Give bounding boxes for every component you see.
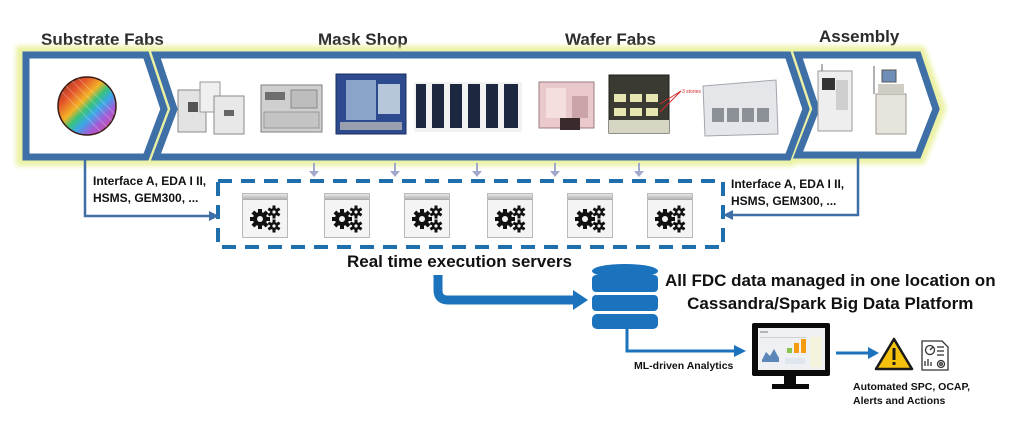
- servers-container: [216, 179, 725, 249]
- die-bonder-image: [817, 64, 853, 132]
- monitor-dashboard-icon: [752, 323, 830, 389]
- gears-icon: [495, 205, 526, 233]
- down-arrow: [309, 163, 319, 177]
- database-to-analytics-connector: [625, 329, 736, 353]
- server-window: [404, 193, 450, 238]
- gears-icon: [655, 205, 686, 233]
- server-window: [647, 193, 693, 238]
- litho-cluster-image: [177, 81, 245, 135]
- right-connector-arrowhead: [723, 210, 733, 220]
- server-window-titlebar: [488, 194, 532, 200]
- right-interface-label: Interface A, EDA I II, HSMS, GEM300, ...: [731, 176, 844, 210]
- analytics-to-actions-arrowhead: [868, 347, 879, 359]
- gears-icon: [575, 205, 606, 233]
- servers-to-database-arrow: [433, 275, 575, 305]
- actions-label: Automated SPC, OCAP, Alerts and Actions: [853, 380, 970, 408]
- server-window-titlebar: [325, 194, 369, 200]
- actions-label-line2: Alerts and Actions: [853, 395, 946, 407]
- actions-label-line1: Automated SPC, OCAP,: [853, 381, 971, 393]
- left-interface-line1: Interface A, EDA I II,: [93, 174, 207, 188]
- left-interface-label: Interface A, EDA I II, HSMS, GEM300, ...: [93, 173, 206, 207]
- database-to-analytics-arrowhead: [734, 345, 746, 357]
- server-window-titlebar: [648, 194, 692, 200]
- server-window-titlebar: [405, 194, 449, 200]
- wire-bonder-image: [873, 66, 907, 135]
- server-window: [242, 193, 288, 238]
- stocker-racks-image: [414, 82, 522, 132]
- down-arrows: [309, 163, 644, 177]
- warning-icon: [874, 337, 914, 371]
- gears-icon: [412, 205, 443, 233]
- gears-icon: [332, 205, 363, 233]
- furnace-tool-image: [702, 79, 779, 137]
- down-arrow: [550, 163, 560, 177]
- left-connector-arrowhead: [209, 211, 219, 221]
- server-window-titlebar: [243, 194, 287, 200]
- database-title-line1: All FDC data managed in one location on: [665, 271, 996, 290]
- stage-label-wafer-fabs: Wafer Fabs: [565, 30, 657, 49]
- server-window-titlebar: [568, 194, 612, 200]
- servers-label: Real time execution servers: [347, 252, 572, 271]
- server-window: [567, 193, 613, 238]
- server-window: [487, 193, 533, 238]
- servers-to-database-arrowhead: [573, 290, 588, 310]
- right-interface-line2: HSMS, GEM300, ...: [731, 194, 837, 208]
- pink-process-tool-image: [538, 81, 595, 130]
- database-icon: [592, 264, 658, 329]
- mask-inspection-tool-image: [335, 73, 407, 135]
- left-interface-connector: [83, 160, 210, 218]
- stage-label-mask-shop: Mask Shop: [318, 30, 408, 49]
- report-settings-icon: [921, 340, 949, 371]
- mask-writer-image: [260, 84, 323, 133]
- down-arrow: [472, 163, 482, 177]
- left-interface-line2: HSMS, GEM300, ...: [93, 191, 199, 205]
- stacked-tool-note: 3 stories: [682, 89, 701, 95]
- down-arrow: [390, 163, 400, 177]
- stage-label-assembly: Assembly: [819, 27, 900, 46]
- stage-label-substrate-fabs: Substrate Fabs: [41, 30, 164, 49]
- server-window: [324, 193, 370, 238]
- database-title-line2: Cassandra/Spark Big Data Platform: [687, 294, 974, 313]
- wafer-image: [57, 76, 117, 136]
- 3-stories-stacked-tool-image: 3 stories: [608, 74, 701, 134]
- right-interface-line1: Interface A, EDA I II,: [731, 177, 845, 191]
- right-interface-connector: [732, 158, 860, 217]
- down-arrow: [634, 163, 644, 177]
- analytics-label: ML-driven Analytics: [634, 360, 734, 372]
- database-title: All FDC data managed in one location on …: [665, 269, 996, 315]
- gears-icon: [250, 205, 281, 233]
